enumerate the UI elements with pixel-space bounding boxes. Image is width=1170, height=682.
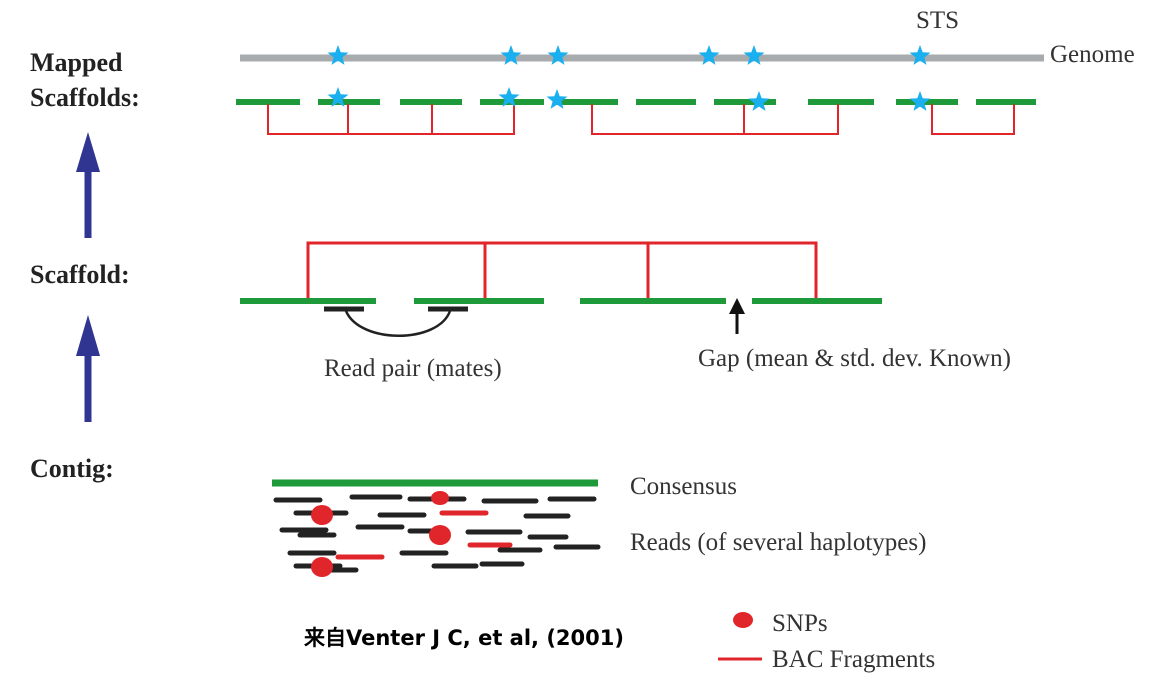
gap-arrow-icon <box>729 298 745 334</box>
stage-label-scaffold: Scaffold: <box>30 260 130 289</box>
snp-dot-icon <box>429 525 451 545</box>
stage-label-contig: Contig: <box>30 454 114 483</box>
star-icon <box>327 87 349 107</box>
up-arrow-icon <box>76 132 100 238</box>
snp-dot-icon <box>431 491 449 505</box>
genome-label: Genome <box>1050 41 1135 68</box>
read-pair <box>324 306 468 337</box>
star-icon <box>743 45 765 65</box>
consensus-label: Consensus <box>630 473 737 500</box>
snp-dot-icon <box>311 557 333 577</box>
star-icon <box>546 89 568 109</box>
snp-dot-icon <box>733 612 753 628</box>
snp-markers <box>311 491 451 577</box>
legend: SNPs BAC Fragments <box>718 610 935 673</box>
sts-markers <box>327 45 931 111</box>
gap-label: Gap (mean & std. dev. Known) <box>698 345 1011 372</box>
star-icon <box>498 87 520 107</box>
star-icon <box>748 91 770 111</box>
reads-pile <box>273 494 601 573</box>
legend-bac-label: BAC Fragments <box>772 646 935 673</box>
up-arrow-icon <box>76 315 100 422</box>
star-icon <box>909 45 931 65</box>
legend-snps-label: SNPs <box>772 610 828 637</box>
star-icon <box>909 91 931 111</box>
stage-label-mapped-line1: Mapped <box>30 48 123 77</box>
sts-label: STS <box>916 7 959 34</box>
reads-label: Reads (of several haplotypes) <box>630 529 926 556</box>
star-icon <box>327 45 349 65</box>
read-pair-label: Read pair (mates) <box>324 355 502 382</box>
star-icon <box>698 45 720 65</box>
scaffold-bac-bracket <box>306 241 818 298</box>
stage-label-mapped-line2: Scaffolds: <box>30 83 140 112</box>
source-caption: 来自Venter J C, et al, (2001) <box>304 626 624 650</box>
snp-dot-icon <box>311 505 333 525</box>
star-icon <box>500 45 522 65</box>
mapped-bac-brackets <box>267 104 1015 135</box>
star-icon <box>547 45 569 65</box>
